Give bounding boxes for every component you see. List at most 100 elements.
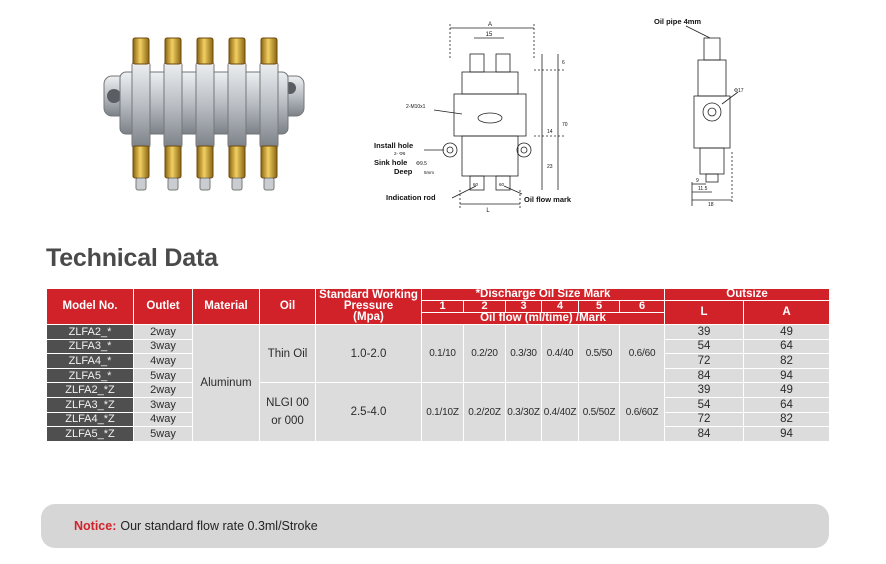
header-model: Model No. — [46, 288, 134, 325]
dim-phi17-label: Φ17 — [734, 88, 744, 94]
flow-cell: 0.3/30Z — [505, 382, 542, 442]
product-photo — [103, 37, 305, 191]
oil-cell-nlgi: NLGI 00 or 000 — [259, 382, 316, 442]
oil-pipe-label: Oil pipe 4mm — [654, 17, 701, 26]
header-material: Material — [192, 288, 260, 325]
header-l: L — [664, 300, 745, 325]
flow-cell: 0.1/10Z — [421, 382, 464, 442]
model-cell: ZLFA5_* — [46, 367, 134, 384]
mark-60-right: 60 — [499, 182, 505, 187]
flow-cell: 0.5/50Z — [578, 382, 620, 442]
outlet-cell: 3way — [133, 396, 193, 413]
deep-sub: 5mm — [424, 170, 434, 175]
a-cell: 64 — [743, 396, 831, 413]
dim-l-label: L — [486, 208, 490, 214]
header-mark-6: 6 — [618, 300, 666, 313]
install-hole-label: Install hole — [374, 141, 413, 150]
l-cell: 72 — [664, 353, 745, 369]
l-cell: 54 — [664, 338, 745, 355]
model-cell: ZLFA2_*Z — [46, 382, 134, 398]
l-cell: 84 — [664, 426, 745, 442]
flow-cell: 0.1/10 — [421, 323, 464, 384]
notice-label: Notice: — [74, 519, 117, 533]
header-flow: Oil flow (ml/time) /Mark — [420, 312, 666, 325]
a-cell: 82 — [743, 353, 831, 369]
header-mark-1: 1 — [421, 300, 464, 313]
l-cell: 39 — [664, 324, 745, 340]
flow-cell: 0.2/20 — [463, 323, 506, 384]
notice-text: Our standard flow rate 0.3ml/Stroke — [120, 519, 318, 533]
dim-23-label: 23 — [547, 164, 553, 170]
l-cell: 84 — [664, 367, 745, 384]
dim-11-5-label: 11.5 — [698, 186, 708, 192]
dim-a-label: A — [488, 22, 492, 28]
flow-cell: 0.6/60 — [618, 323, 666, 384]
mark-60-left: 60 — [473, 182, 479, 187]
model-cell: ZLFA2_* — [46, 324, 134, 340]
flow-cell: 0.6/60Z — [618, 382, 666, 442]
l-cell: 72 — [664, 411, 745, 428]
oil-nlgi-line2: or 000 — [271, 415, 304, 428]
header-mark-2: 2 — [463, 300, 506, 313]
technical-data-table: Model No. Outlet Material Oil Standard W… — [46, 288, 831, 442]
outlet-cell: 2way — [133, 382, 193, 398]
a-cell: 49 — [743, 324, 831, 340]
a-cell: 94 — [743, 367, 831, 384]
side-technical-drawing: Oil pipe 4mm Φ17 9 11.5 18 — [654, 17, 744, 208]
header-discharge: *Discharge Oil Size Mark — [420, 288, 666, 301]
sink-hole-sub: Φ9.5 — [416, 161, 427, 167]
oil-thin-line1: Thin Oil — [267, 347, 308, 360]
a-cell: 49 — [743, 382, 831, 398]
a-cell: 64 — [743, 338, 831, 355]
header-a: A — [743, 300, 831, 325]
dim-15-label: 15 — [486, 32, 493, 38]
material-cell: Aluminum — [192, 324, 260, 442]
section-title: Technical Data — [46, 244, 218, 272]
outlet-cell: 5way — [133, 426, 193, 442]
outlet-cell: 5way — [133, 367, 193, 384]
pressure-cell-thin: 1.0-2.0 — [315, 323, 422, 384]
install-hole-sub: 2- Φ6 — [394, 151, 406, 156]
oil-cell-thin: Thin Oil — [259, 323, 316, 384]
thread-label: 2-M10x1 — [406, 104, 426, 110]
model-cell: ZLFA4_*Z — [46, 411, 134, 428]
flow-cell: 0.2/20Z — [463, 382, 506, 442]
l-cell: 39 — [664, 382, 745, 398]
l-cell: 54 — [664, 396, 745, 413]
header-pressure-line3: (Mpa) — [353, 311, 384, 323]
header-pressure-line1: Standard Working — [319, 289, 418, 301]
oil-flow-mark-label: Oil flow mark — [524, 195, 572, 204]
dim-6-label: 6 — [562, 60, 565, 66]
model-cell: ZLFA3_*Z — [46, 396, 134, 413]
flow-cell: 0.5/50 — [578, 323, 620, 384]
oil-nlgi-line1: NLGI 00 — [266, 397, 309, 410]
header-mark-3: 3 — [505, 300, 542, 313]
dim-9-label: 9 — [696, 178, 699, 184]
flow-cell: 0.4/40Z — [541, 382, 579, 442]
flow-cell: 0.4/40 — [541, 323, 579, 384]
flow-cell: 0.3/30 — [505, 323, 542, 384]
indication-rod-label: Indication rod — [386, 193, 436, 202]
outlet-cell: 3way — [133, 338, 193, 355]
deep-label: Deep — [394, 167, 413, 176]
header-mark-5: 5 — [578, 300, 620, 313]
header-outsize: Outsize — [664, 288, 831, 301]
dim-70-label: 70 — [562, 122, 568, 128]
a-cell: 82 — [743, 411, 831, 428]
a-cell: 94 — [743, 426, 831, 442]
sink-hole-label: Sink hole — [374, 158, 407, 167]
pressure-cell-nlgi: 2.5-4.0 — [315, 382, 422, 442]
header-pressure: Standard Working Pressure (Mpa) — [315, 288, 422, 325]
dim-18-label: 18 — [708, 202, 714, 208]
outlet-cell: 4way — [133, 411, 193, 428]
front-technical-drawing: A 15 6 14 23 70 L 2-M10x1 Install hole 2… — [374, 22, 572, 214]
header-outlet: Outlet — [133, 288, 193, 325]
dim-14-label: 14 — [547, 129, 553, 135]
model-cell: ZLFA5_*Z — [46, 426, 134, 442]
outlet-cell: 4way — [133, 353, 193, 369]
outlet-cell: 2way — [133, 324, 193, 340]
notice-bar: Notice: Our standard flow rate 0.3ml/Str… — [41, 504, 829, 548]
header-pressure-line2: Pressure — [343, 300, 394, 312]
model-cell: ZLFA3_* — [46, 338, 134, 355]
header-mark-4: 4 — [541, 300, 579, 313]
